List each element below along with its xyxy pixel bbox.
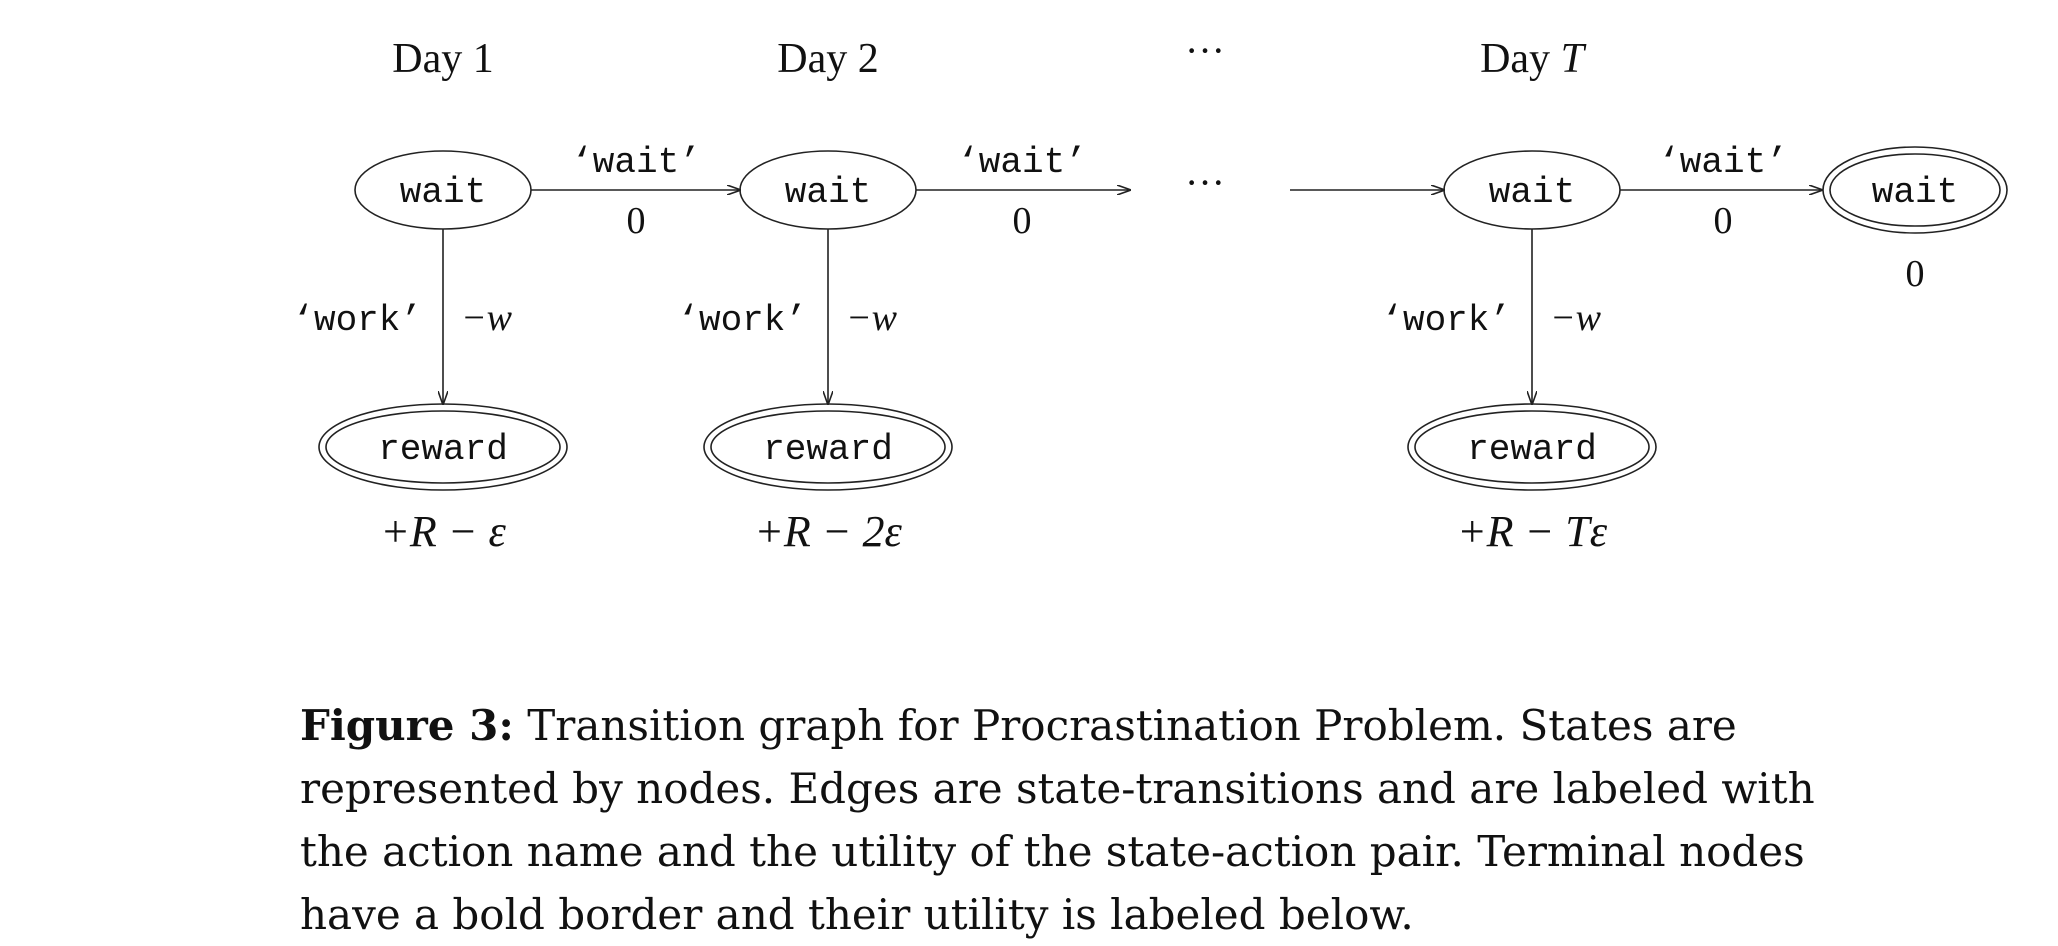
day-ellipsis: ··· <box>1185 28 1225 73</box>
day-2-label: Day 2 <box>777 36 878 82</box>
reward-node-day-2: reward <box>703 403 953 491</box>
edge-label-wait-t: ‘wait’ <box>1658 142 1788 183</box>
wait-node-label: wait <box>400 172 486 213</box>
reward-utility-day-2: +R − 2ε <box>754 507 902 556</box>
wait-node-day-2: wait <box>739 150 917 230</box>
figure-caption-text: Transition graph for Procrastination Pro… <box>300 701 1815 939</box>
edge-label-wait-2: ‘wait’ <box>957 142 1087 183</box>
wait-node-label: wait <box>1489 172 1575 213</box>
day-1-label: Day 1 <box>392 36 493 82</box>
terminal-wait-utility: 0 <box>1906 253 1925 295</box>
edge-label-work-1: ‘work’ <box>292 300 422 341</box>
edge-label-work-t: ‘work’ <box>1381 300 1511 341</box>
day-t-label: Day T <box>1480 36 1586 82</box>
wait-node-day-t: wait <box>1443 150 1621 230</box>
reward-node-day-1: reward <box>318 403 568 491</box>
edge-utility-wait-1: 0 <box>627 200 646 242</box>
edge-ellipsis: ··· <box>1185 160 1225 205</box>
figure-caption-label: Figure 3: <box>300 701 514 750</box>
reward-node-label: reward <box>763 429 893 470</box>
edge-utility-wait-2: 0 <box>1013 200 1032 242</box>
edge-label-work-2: ‘work’ <box>677 300 807 341</box>
figure-caption: Figure 3: Transition graph for Procrasti… <box>300 694 1880 946</box>
reward-node-label: reward <box>378 429 508 470</box>
wait-node-label: wait <box>785 172 871 213</box>
reward-node-day-t: reward <box>1407 403 1657 491</box>
reward-node-label: reward <box>1467 429 1597 470</box>
edge-utility-work-2: −w <box>846 297 898 339</box>
wait-node-label: wait <box>1872 172 1958 213</box>
terminal-wait-node: wait <box>1822 146 2008 234</box>
edge-label-wait-1: ‘wait’ <box>571 142 701 183</box>
reward-utility-day-t: +R − Tε <box>1457 507 1608 556</box>
reward-utility-day-1: +R − ε <box>380 507 506 556</box>
wait-node-day-1: wait <box>354 150 532 230</box>
edge-utility-work-1: −w <box>461 297 513 339</box>
edge-utility-work-t: −w <box>1550 297 1602 339</box>
edge-utility-wait-t: 0 <box>1714 200 1733 242</box>
